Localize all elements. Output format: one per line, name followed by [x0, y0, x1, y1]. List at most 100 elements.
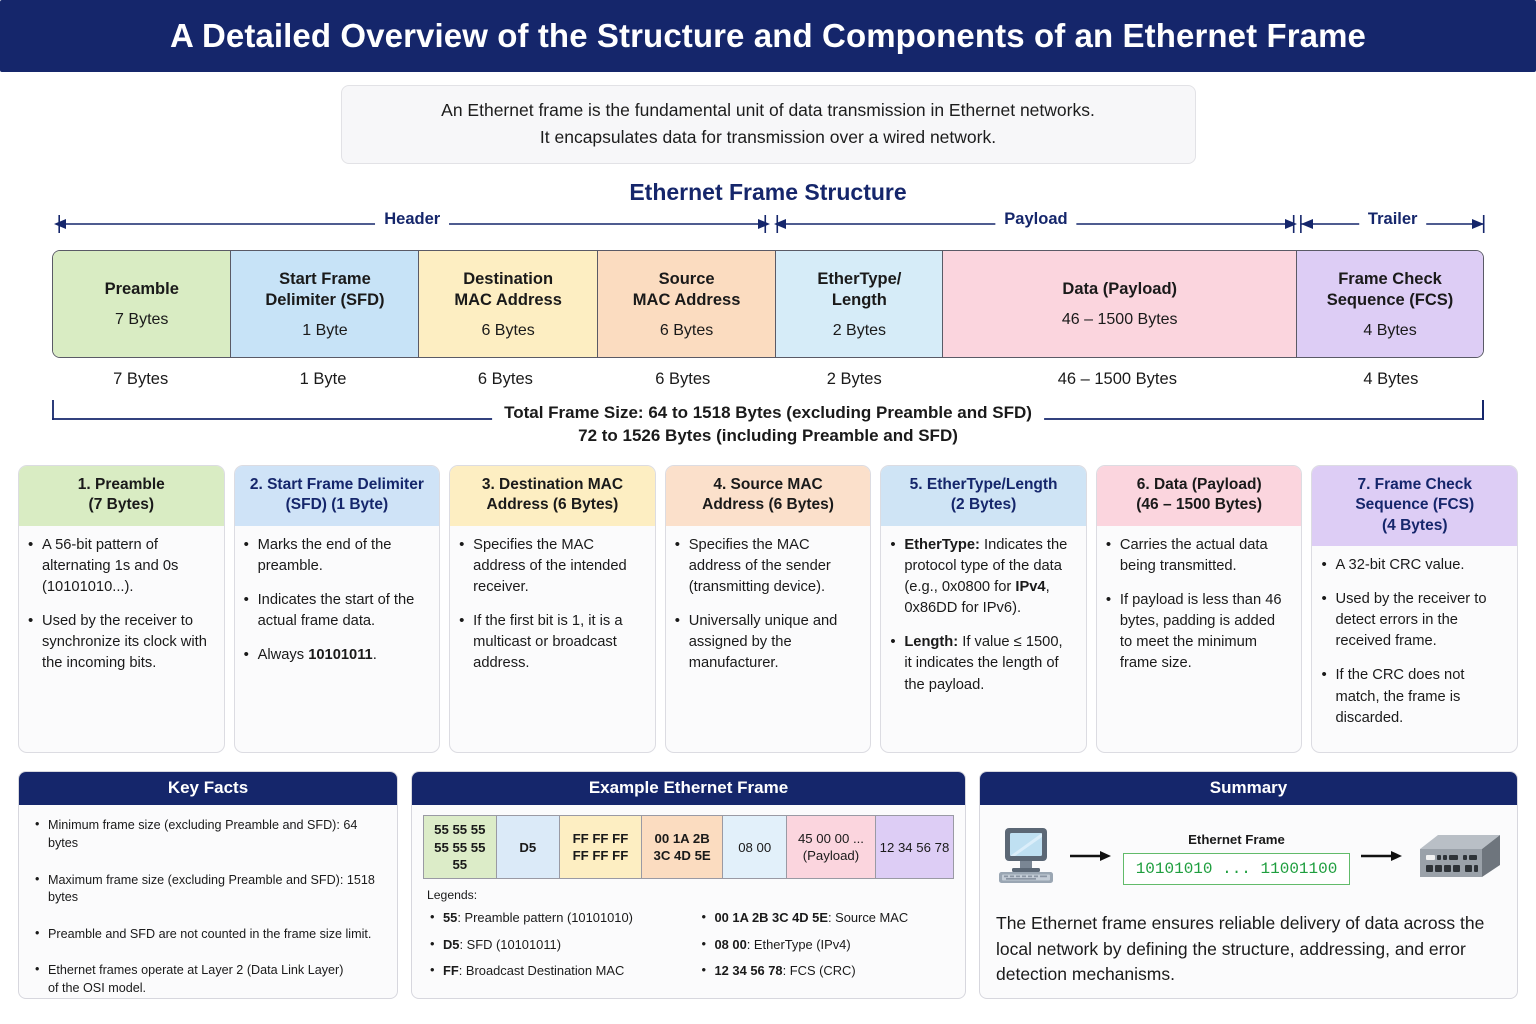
key-facts-list: Minimum frame size (excluding Preamble a… — [33, 816, 383, 997]
example-byte-cell-7: 12 34 56 78 — [875, 816, 953, 879]
field-card-bullet: Used by the receiver to detect errors in… — [1321, 588, 1505, 653]
total-size-line-2: 72 to 1526 Bytes (including Preamble and… — [578, 426, 958, 446]
byte-label-6: 46 – 1500 Bytes — [1057, 369, 1177, 388]
field-card-bullet: Length: If value ≤ 1500, it indicates th… — [890, 631, 1074, 696]
field-card-bullet: If payload is less than 46 bytes, paddin… — [1106, 589, 1290, 675]
computer-icon — [993, 824, 1059, 893]
summary-diagram: Ethernet Frame 10101010 ... 11001100 — [996, 815, 1501, 901]
frame-block-size: 2 Bytes — [832, 321, 887, 339]
byte-label-4: 6 Bytes — [655, 369, 711, 388]
frame-block-size: 6 Bytes — [659, 321, 714, 339]
field-card-title: 5. EtherType/Length(2 Bytes) — [881, 466, 1086, 526]
example-byte-cell-5: 08 00 — [723, 816, 787, 879]
total-size-line-1: Total Frame Size: 64 to 1518 Bytes (excl… — [492, 403, 1044, 424]
field-card-2: 2. Start Frame Delimiter(SFD) (1 Byte) Ma… — [233, 465, 441, 754]
legend-item: 00 1A 2B 3C 4D 5E: Source MAC — [701, 908, 955, 926]
frame-block-name: Data (Payload) — [1062, 280, 1178, 299]
intro-line-2: It encapsulates data for transmission ov… — [539, 127, 997, 148]
field-card-title: 2. Start Frame Delimiter(SFD) (1 Byte) — [234, 466, 440, 526]
field-card-bullet: Specifies the MAC address of the intende… — [459, 534, 643, 599]
field-card-bullet-list: A 56-bit pattern of alternating 1s and 0… — [28, 534, 212, 675]
field-card-bullet: Carries the actual data being transmitte… — [1106, 534, 1290, 577]
legend-item: 55: Preamble pattern (10101010) — [429, 908, 683, 926]
intro-box: An Ethernet frame is the fundamental uni… — [340, 85, 1196, 165]
field-card-bullet-list: A 32-bit CRC value.Used by the receiver … — [1321, 554, 1505, 729]
section-arrow-label: Payload — [995, 210, 1077, 230]
frame-block-6: Data (Payload) 46 – 1500 Bytes — [943, 251, 1298, 358]
example-byte-cell-2: D5 — [496, 816, 561, 879]
intro-wrapper: An Ethernet frame is the fundamental uni… — [0, 85, 1536, 165]
frame-bits-group: Ethernet Frame 10101010 ... 11001100 — [1122, 831, 1351, 885]
field-card-bullet-list: Marks the end of the preamble. Indicates … — [244, 534, 428, 667]
key-fact-item: Ethernet frames operate at Layer 2 (Data… — [33, 961, 383, 997]
structure-title: Ethernet Frame Structure — [629, 179, 907, 206]
field-card-body: Carries the actual data being transmitte… — [1097, 526, 1302, 694]
total-size-bracket: Total Frame Size: 64 to 1518 Bytes (excl… — [52, 400, 1484, 424]
frame-block-size: 46 – 1500 Bytes — [1061, 311, 1178, 329]
section-arrow-label: Trailer — [1358, 210, 1427, 230]
arrow-head-right-icon — [1466, 212, 1486, 242]
field-card-body: A 32-bit CRC value.Used by the receiver … — [1312, 546, 1517, 748]
field-card-bullet-list: EtherType: Indicates the protocol type o… — [890, 534, 1074, 696]
frame-block-size: 4 Bytes — [1363, 321, 1417, 339]
field-card-bullet-list: Specifies the MAC address of the sender … — [675, 534, 859, 675]
byte-label-7: 4 Bytes — [1363, 369, 1419, 388]
field-card-body: A 56-bit pattern of alternating 1s and 0… — [19, 526, 224, 694]
bottom-panels: Key Facts Minimum frame size (excluding … — [18, 771, 1518, 1000]
section-arrow-header: Header — [52, 210, 772, 242]
byte-label-1: 7 Bytes — [113, 369, 169, 388]
frame-bits-label: Ethernet Frame — [1188, 831, 1285, 847]
legend-item: D5: SFD (10101011) — [429, 935, 683, 953]
key-fact-item: Minimum frame size (excluding Preamble a… — [33, 816, 383, 852]
frame-bits-value: 10101010 ... 11001100 — [1122, 852, 1351, 885]
field-card-title: 6. Data (Payload)(46 – 1500 Bytes) — [1096, 466, 1302, 526]
summary-text: The Ethernet frame ensures reliable deli… — [996, 913, 1485, 984]
byte-label-3: 6 Bytes — [477, 369, 533, 388]
key-facts-panel: Key Facts Minimum frame size (excluding … — [18, 771, 398, 1000]
field-card-title: 1. Preamble(7 Bytes) — [19, 466, 224, 526]
arrow-head-right-icon — [1279, 212, 1299, 242]
page-banner: A Detailed Overview of the Structure and… — [0, 0, 1536, 72]
field-card-bullet-list: Specifies the MAC address of the intende… — [459, 534, 643, 675]
section-arrow-payload: Payload — [772, 210, 1299, 242]
key-fact-item: Preamble and SFD are not counted in the … — [33, 925, 383, 944]
arrow-head-right-icon — [752, 212, 772, 242]
field-card-body: Specifies the MAC address of the intende… — [450, 526, 655, 694]
network-switch-icon — [1414, 827, 1504, 890]
field-card-bullet: Used by the receiver to synchronize its … — [28, 610, 212, 675]
section-arrow-trailer: Trailer — [1299, 210, 1486, 242]
frame-block-size: 1 Byte — [302, 321, 348, 339]
field-card-bullet: Indicates the start of the actual frame … — [244, 589, 428, 632]
field-detail-cards: 1. Preamble(7 Bytes) A 56-bit pattern of … — [18, 465, 1519, 754]
frame-block-size: 7 Bytes — [115, 311, 169, 329]
field-card-body: Specifies the MAC address of the sender … — [666, 526, 871, 694]
frame-block-name: Preamble — [104, 280, 179, 299]
bracket-right-tick — [1482, 400, 1484, 421]
field-card-body: Marks the end of the preamble. Indicates … — [235, 526, 440, 686]
field-card-bullet: A 56-bit pattern of alternating 1s and 0… — [28, 534, 212, 599]
legend-item: FF: Broadcast Destination MAC — [429, 961, 683, 979]
field-card-bullet: Marks the end of the preamble. — [244, 534, 428, 577]
page-title: A Detailed Overview of the Structure and… — [169, 17, 1367, 54]
field-card-bullet: If the first bit is 1, it is a multicast… — [459, 610, 643, 675]
frame-block-size: 6 Bytes — [481, 321, 535, 339]
